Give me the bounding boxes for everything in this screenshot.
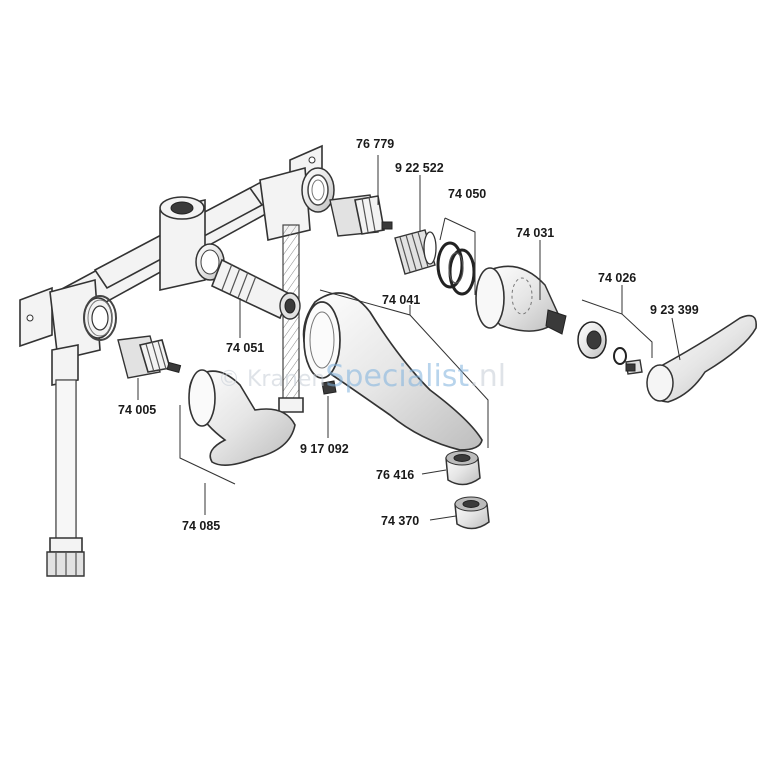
part-label-76416: 76 416	[376, 468, 414, 482]
o-rings-74050	[436, 241, 476, 296]
part-label-74026: 74 026	[598, 271, 636, 285]
cartridge-74051	[210, 258, 301, 320]
watermark: © KranenSpecialist.nl	[218, 359, 506, 394]
spout-74041	[302, 292, 483, 451]
part-label-76779: 76 779	[356, 137, 394, 151]
part-label-917092: 9 17 092	[300, 442, 349, 456]
part-label-74370: 74 370	[381, 514, 419, 528]
part-label-74041: 74 041	[382, 293, 420, 307]
grub-screw-917092	[321, 380, 337, 395]
part-label-74031: 74 031	[516, 226, 554, 240]
part-label-74005: 74 005	[118, 403, 156, 417]
part-label-74050: 74 050	[448, 187, 486, 201]
part-label-74051: 74 051	[226, 341, 264, 355]
part-label-922522: 9 22 522	[395, 161, 444, 175]
aerator-74370	[454, 496, 490, 530]
leader-lines	[137, 155, 681, 521]
insert-set-74026	[577, 321, 643, 375]
part-label-923399: 9 23 399	[650, 303, 699, 317]
aerator-76416	[445, 450, 481, 486]
threaded-sleeve-922522	[394, 229, 437, 275]
flexible-hose-left	[46, 379, 85, 577]
part-label-74085: 74 085	[182, 519, 220, 533]
handle-74085	[188, 369, 296, 466]
lever-handle-923399	[646, 314, 757, 403]
rosette-cover-74031	[475, 265, 567, 335]
cartridge-74005	[117, 335, 182, 379]
cartridge-76779	[329, 194, 393, 237]
